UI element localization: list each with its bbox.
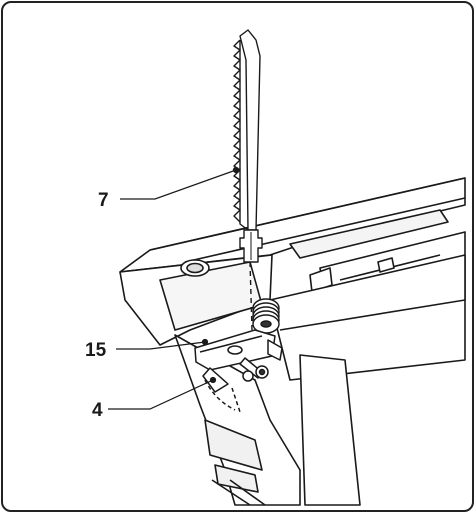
leader-line-15 bbox=[116, 341, 206, 350]
leader-dot-15 bbox=[201, 338, 209, 346]
callout-15: 15 bbox=[85, 340, 107, 361]
leader-lines bbox=[108, 166, 240, 410]
callout-4: 4 bbox=[92, 400, 103, 421]
jigsaw-housing bbox=[119, 177, 466, 506]
blade-clamp-lever bbox=[194, 329, 283, 413]
saw-blade bbox=[233, 29, 263, 331]
leader-dot-4 bbox=[209, 376, 217, 384]
leader-line-7 bbox=[120, 169, 237, 200]
leader-dot-7 bbox=[232, 166, 240, 174]
callout-7: 7 bbox=[98, 190, 109, 211]
leader-line-4 bbox=[108, 379, 214, 410]
roller-spring bbox=[252, 298, 280, 334]
